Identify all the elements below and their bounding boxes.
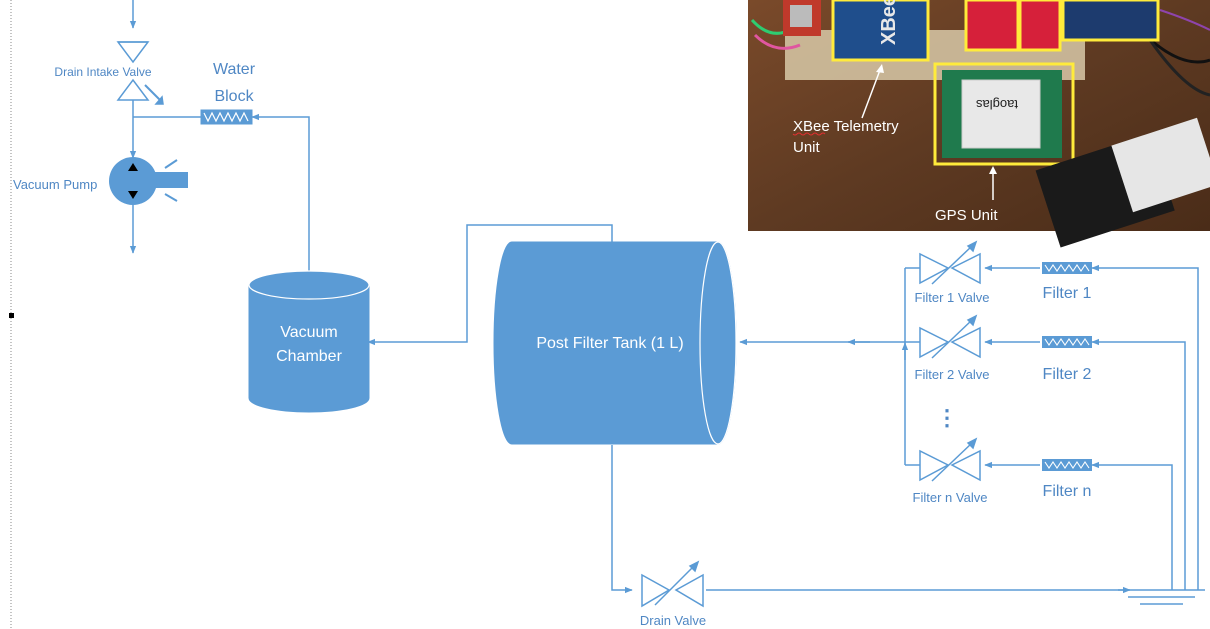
vacuum-chamber-label-line2: Chamber (276, 348, 342, 365)
post-filter-tank-label: Post Filter Tank (1 L) (536, 335, 683, 352)
page-marker (9, 313, 14, 318)
filter-2-icon (1042, 336, 1092, 348)
vacuum-pump-label: Vacuum Pump (13, 177, 97, 192)
water-block-label-line1: Water (213, 61, 256, 78)
drain-intake-valve-label: Drain Intake Valve (54, 65, 151, 79)
filter-1-icon (1042, 262, 1092, 274)
gps-chip-text: taoglas (976, 97, 1018, 112)
drain-valve-icon (642, 562, 703, 606)
filter-2-valve-icon (920, 316, 980, 358)
water-block-icon (201, 110, 252, 124)
filter-1-valve-label: Filter 1 Valve (915, 290, 990, 305)
filter-n-icon (1042, 459, 1092, 471)
water-block-label-line2: Block (214, 88, 254, 105)
electronics-photo: XBee taoglas XBee Telemetry Unit GPS Uni… (748, 0, 1210, 248)
xbee-telemetry-label-line2: Unit (793, 139, 821, 156)
gps-unit-label: GPS Unit (935, 207, 998, 224)
filter-n-valve-label: Filter n Valve (913, 490, 988, 505)
filter-1-valve-icon (920, 242, 980, 284)
filter-n-label: Filter n (1043, 483, 1092, 500)
filter-ellipsis: ⋮ (936, 405, 958, 430)
filter-1-label: Filter 1 (1043, 285, 1092, 302)
filter-2-label: Filter 2 (1043, 366, 1092, 383)
vacuum-pump-icon (109, 157, 188, 205)
xbee-telemetry-label-line1: XBee Telemetry (793, 118, 899, 135)
vacuum-chamber-icon (249, 271, 369, 412)
filter-n-valve-icon (920, 439, 980, 481)
filter-2-valve-label: Filter 2 Valve (915, 367, 990, 382)
ground-icon (1118, 590, 1205, 604)
vacuum-chamber-label-line1: Vacuum (280, 324, 338, 341)
drain-valve-label: Drain Valve (640, 613, 706, 628)
xbee-chip-text: XBee (878, 0, 900, 45)
